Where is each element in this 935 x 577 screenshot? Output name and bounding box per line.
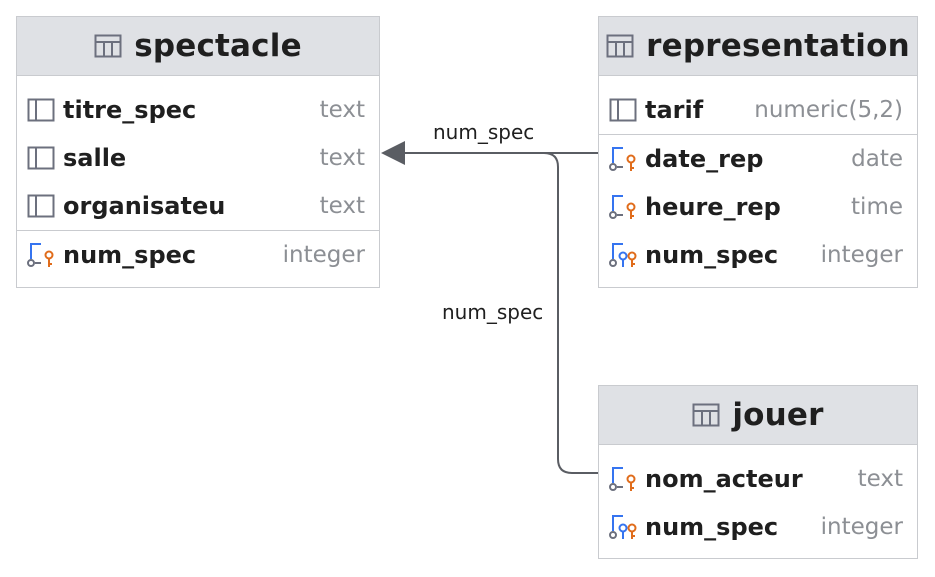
column-name: organisateur <box>63 192 227 220</box>
column-type: time <box>851 194 903 220</box>
column-name: num_spec <box>645 241 779 269</box>
column-type: text <box>319 145 365 171</box>
column-row[interactable]: salle text <box>17 134 379 182</box>
table-spectacle[interactable]: spectacle titre_spec text salle text org… <box>16 16 380 288</box>
column-row[interactable]: num_spec integer <box>599 503 917 551</box>
table-representation[interactable]: representation tarif numeric(5,2) date_r… <box>598 16 918 288</box>
column-name: heure_rep <box>645 193 781 221</box>
column-name: date_rep <box>645 145 764 173</box>
primary-key-column-icon <box>609 146 637 172</box>
relation-line-jouer-spectacle <box>543 152 600 474</box>
column-name: tarif <box>645 96 704 124</box>
column-row[interactable]: tarif numeric(5,2) <box>599 86 917 134</box>
primary-key-column-icon <box>609 194 637 220</box>
column-icon <box>609 97 637 123</box>
column-type: text <box>857 466 903 492</box>
column-icon <box>27 97 55 123</box>
relation-arrowhead <box>381 141 405 165</box>
column-row[interactable]: num_spec integer <box>599 231 917 279</box>
column-name: titre_spec <box>63 96 197 124</box>
column-type: text <box>319 97 365 123</box>
column-row[interactable]: num_spec integer <box>17 231 379 279</box>
table-header[interactable]: representation <box>599 17 917 76</box>
column-row[interactable]: nom_acteur text <box>599 455 917 503</box>
column-type: integer <box>282 242 365 268</box>
column-row[interactable]: organisateur text <box>17 182 379 230</box>
table-title: representation <box>646 28 910 64</box>
relation-label-2: num_spec <box>442 300 544 324</box>
column-type: text <box>319 193 365 219</box>
column-icon <box>27 145 55 171</box>
column-row[interactable]: titre_spec text <box>17 86 379 134</box>
column-row[interactable]: heure_rep time <box>599 183 917 231</box>
table-header[interactable]: jouer <box>599 386 917 445</box>
column-icon <box>27 193 55 219</box>
column-name: num_spec <box>63 241 197 269</box>
column-row[interactable]: date_rep date <box>599 135 917 183</box>
column-type: numeric(5,2) <box>754 97 903 123</box>
column-name: nom_acteur <box>645 465 803 493</box>
table-title: jouer <box>732 397 824 433</box>
relation-label-1: num_spec <box>433 120 535 144</box>
key-separator <box>599 134 917 135</box>
primary-key-column-icon <box>609 466 637 492</box>
primary-key-column-icon <box>27 242 55 268</box>
column-name: salle <box>63 144 127 172</box>
primary-foreign-key-column-icon <box>609 242 637 268</box>
column-type: integer <box>820 242 903 268</box>
primary-foreign-key-column-icon <box>609 514 637 540</box>
table-icon <box>692 403 720 427</box>
table-icon <box>94 34 122 58</box>
key-separator <box>17 230 379 231</box>
column-name: num_spec <box>645 513 779 541</box>
table-icon <box>606 34 634 58</box>
table-header[interactable]: spectacle <box>17 17 379 76</box>
column-type: date <box>851 146 903 172</box>
table-jouer[interactable]: jouer nom_acteur text num_spec integer <box>598 385 918 559</box>
column-type: integer <box>820 514 903 540</box>
table-title: spectacle <box>134 28 302 64</box>
